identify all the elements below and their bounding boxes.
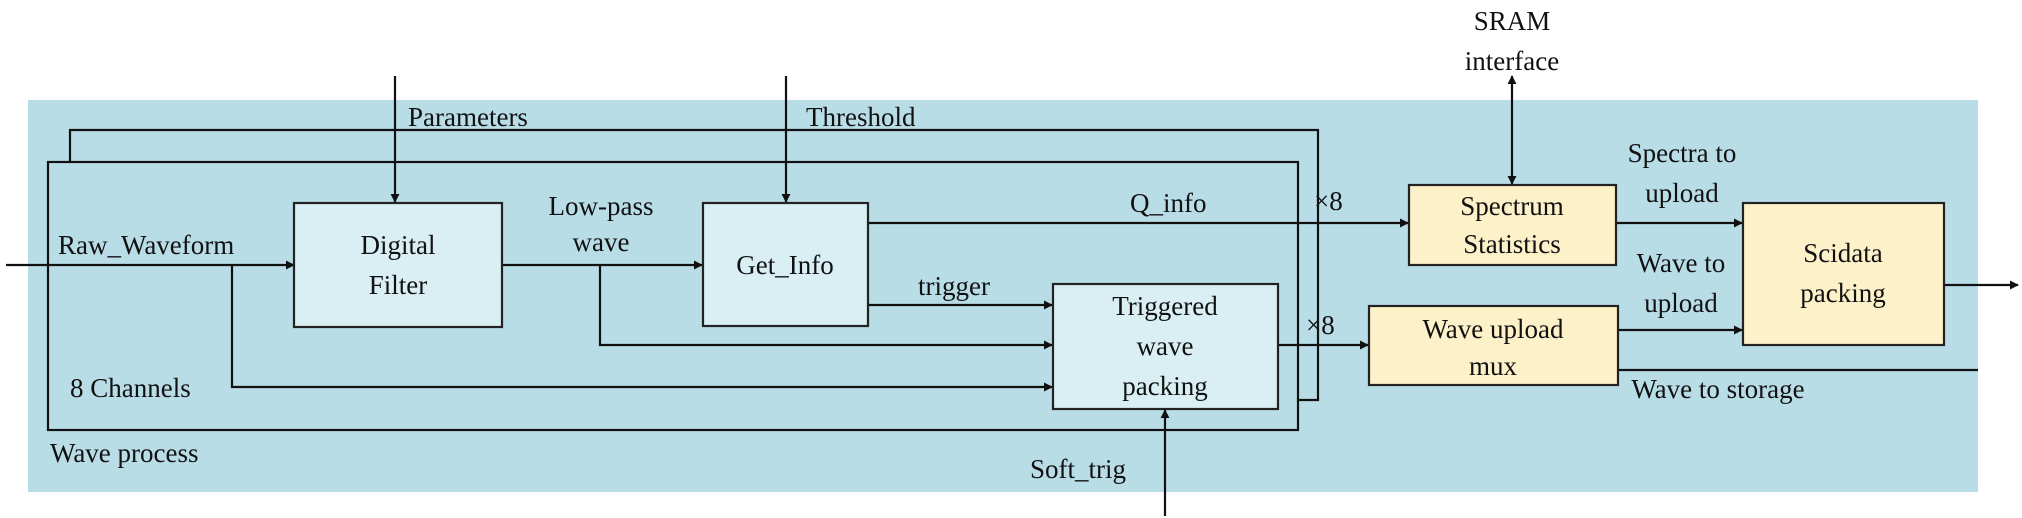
q-info-label: Q_info: [1130, 188, 1207, 218]
svg-text:wave: wave: [1137, 331, 1194, 361]
channels-label: 8 Channels: [70, 373, 191, 403]
x8-bottom-label: ×8: [1306, 310, 1335, 340]
low-pass-branch-arrow: [598, 265, 1053, 350]
wave-upload-label-line1: Wave to: [1637, 248, 1726, 278]
low-pass-label-line2: wave: [573, 227, 630, 257]
triggered-wave-packing-block: Triggered wave packing: [1051, 282, 1280, 411]
trigger-label: trigger: [918, 271, 990, 301]
wave-process-label: Wave process: [50, 438, 199, 468]
x8-top-label: ×8: [1314, 186, 1343, 216]
soft-trig-label: Soft_trig: [1030, 454, 1126, 484]
svg-text:packing: packing: [1800, 278, 1885, 308]
wave-upload-label-line2: upload: [1644, 288, 1718, 318]
spectra-label-line1: Spectra to: [1628, 138, 1737, 168]
svg-text:Wave upload: Wave upload: [1422, 314, 1564, 344]
svg-text:Get_Info: Get_Info: [736, 250, 833, 280]
wave-storage-label: Wave to storage: [1631, 374, 1804, 404]
svg-text:Triggered: Triggered: [1112, 291, 1218, 321]
channels-branch-arrow: [230, 265, 1053, 392]
svg-text:Filter: Filter: [369, 270, 428, 300]
scidata-packing-block: Scidata packing: [1741, 201, 1946, 347]
channel-stack-frame-back: [68, 128, 1320, 402]
raw-waveform-label: Raw_Waveform: [58, 230, 234, 260]
wave-process-frame: [46, 160, 1300, 432]
sram-label-line1: SRAM: [1474, 6, 1551, 36]
low-pass-label-line1: Low-pass: [549, 191, 654, 221]
threshold-label: Threshold: [806, 102, 916, 132]
svg-text:packing: packing: [1122, 371, 1207, 401]
spectrum-statistics-block: Spectrum Statistics: [1407, 183, 1618, 267]
get-info-block: Get_Info: [701, 201, 870, 328]
wave-upload-mux-block: Wave upload mux: [1367, 304, 1620, 387]
svg-text:Spectrum: Spectrum: [1460, 191, 1563, 221]
svg-text:Statistics: Statistics: [1463, 229, 1561, 259]
svg-text:mux: mux: [1469, 351, 1518, 381]
svg-text:Digital: Digital: [361, 230, 436, 260]
parameters-label: Parameters: [408, 102, 528, 132]
sram-label-line2: interface: [1465, 46, 1559, 76]
svg-text:Scidata: Scidata: [1803, 238, 1882, 268]
digital-filter-block: Digital Filter: [292, 201, 504, 329]
spectra-label-line2: upload: [1645, 178, 1719, 208]
